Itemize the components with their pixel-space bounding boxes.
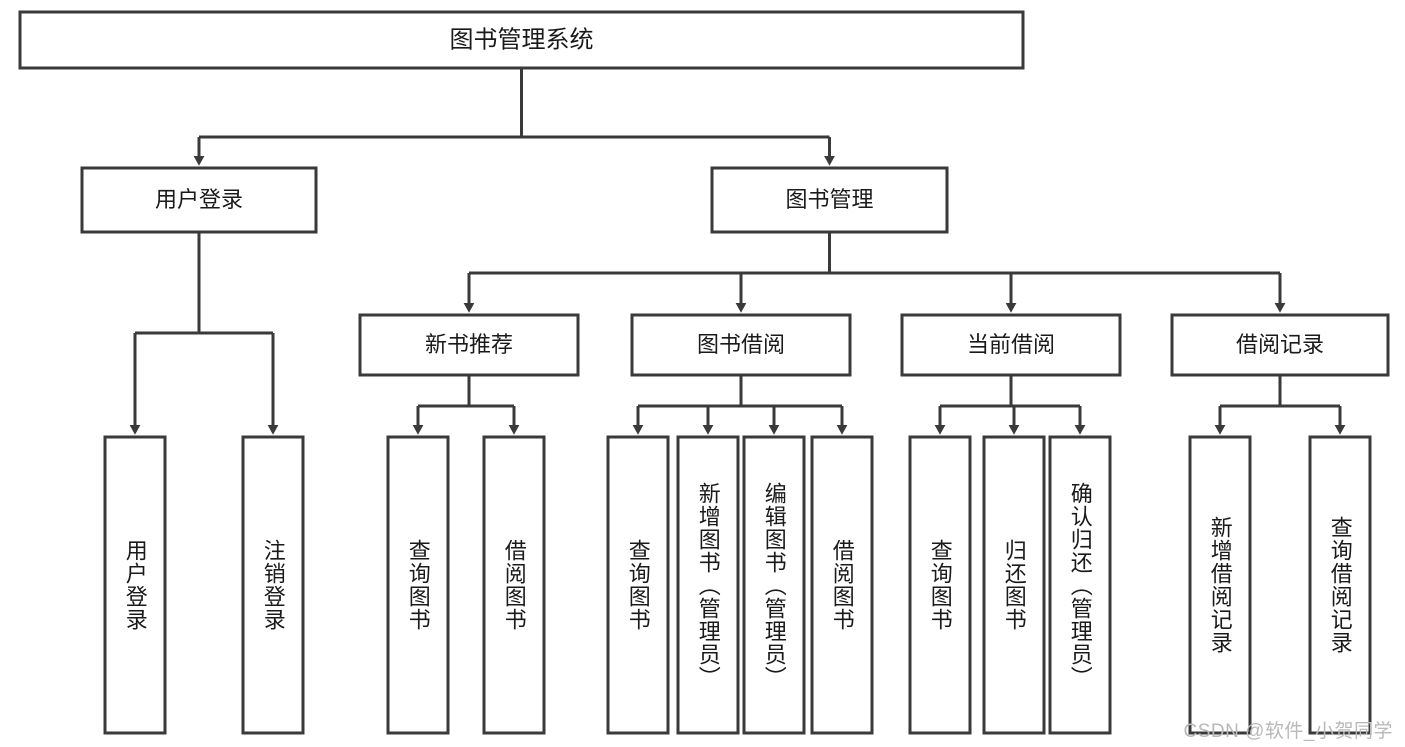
node-label: 新书推荐 — [425, 332, 513, 357]
node-查询借阅记录-leaf[interactable]: 查询借阅记录 — [1308, 435, 1372, 735]
node-查询图书-leaf[interactable]: 查询图书 — [908, 435, 972, 735]
node-用户登录-leaf[interactable]: 用户登录 — [103, 435, 167, 735]
node-查询图书-leaf[interactable]: 查询图书 — [606, 435, 670, 735]
node-新增借阅记录-leaf[interactable]: 新增借阅记录 — [1188, 435, 1252, 735]
node-归还图书-leaf[interactable]: 归还图书 — [982, 435, 1046, 735]
node-确认归还管理员-leaf[interactable]: 确认归还（管理员） — [1048, 435, 1112, 735]
node-label-vertical: 新增借阅记录 — [1207, 516, 1233, 654]
node-label-vertical: 查询图书 — [625, 539, 651, 631]
node-新增图书管理员-leaf[interactable]: 新增图书（管理员） — [676, 435, 740, 735]
node-借阅图书-leaf[interactable]: 借阅图书 — [810, 435, 874, 735]
node-label-vertical: 编辑图书（管理员） — [761, 481, 787, 689]
node-注销登录-leaf[interactable]: 注销登录 — [241, 435, 305, 735]
node-label-vertical: 借阅图书 — [501, 539, 527, 631]
node-借阅记录[interactable]: 借阅记录 — [1170, 313, 1390, 377]
node-新书推荐[interactable]: 新书推荐 — [358, 313, 580, 377]
node-label: 当前借阅 — [967, 332, 1055, 357]
node-label-vertical: 查询借阅记录 — [1327, 516, 1353, 654]
node-label: 图书借阅 — [697, 332, 785, 357]
node-label-vertical: 借阅图书 — [829, 539, 855, 631]
node-label: 图书管理系统 — [450, 26, 594, 53]
node-label-vertical: 注销登录 — [260, 539, 286, 631]
node-label: 用户登录 — [155, 187, 243, 212]
node-用户登录[interactable]: 用户登录 — [80, 166, 318, 234]
node-label-vertical: 用户登录 — [122, 539, 148, 631]
connector-lines — [129, 68, 1346, 435]
node-label-vertical: 查询图书 — [405, 539, 431, 631]
node-label-vertical: 新增图书（管理员） — [695, 481, 721, 689]
node-查询图书-leaf[interactable]: 查询图书 — [386, 435, 450, 735]
node-label-vertical: 查询图书 — [927, 539, 953, 631]
node-图书管理系统[interactable]: 图书管理系统 — [18, 10, 1025, 70]
node-图书管理[interactable]: 图书管理 — [710, 166, 949, 234]
node-图书借阅[interactable]: 图书借阅 — [630, 313, 852, 377]
node-当前借阅[interactable]: 当前借阅 — [900, 313, 1122, 377]
node-编辑图书管理员-leaf[interactable]: 编辑图书（管理员） — [742, 435, 806, 735]
node-借阅图书-leaf[interactable]: 借阅图书 — [482, 435, 546, 735]
node-boxes: 图书管理系统用户登录图书管理新书推荐图书借阅当前借阅借阅记录用户登录注销登录查询… — [18, 10, 1390, 735]
node-label: 借阅记录 — [1236, 332, 1324, 357]
node-label-vertical: 确认归还（管理员） — [1067, 481, 1093, 689]
node-label: 图书管理 — [785, 187, 873, 212]
node-label-vertical: 归还图书 — [1001, 539, 1027, 631]
